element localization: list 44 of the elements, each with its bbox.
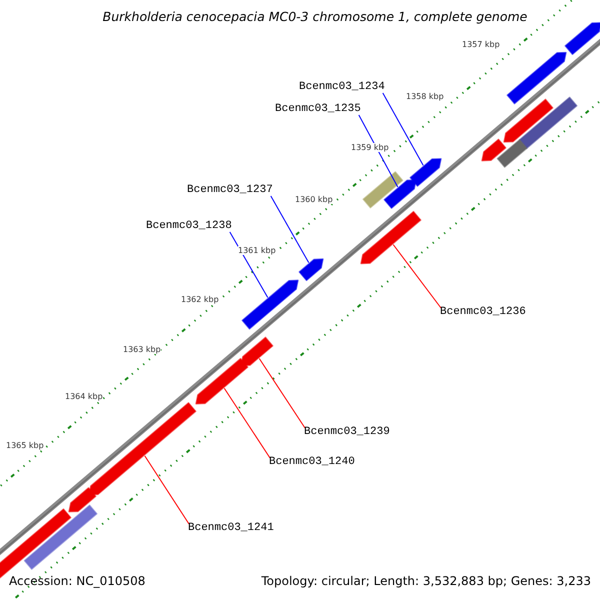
gene-label: Bcenmc03_1238: [146, 220, 232, 232]
leader-line: [270, 196, 310, 264]
gene-band: [362, 171, 404, 208]
gene-block: [481, 138, 506, 162]
gene-block: [195, 358, 248, 404]
gene-label: Bcenmc03_1241: [188, 522, 274, 534]
gene-band: [518, 96, 578, 150]
tick-label: 1357 kbp: [462, 40, 500, 49]
tick-label: 1359 kbp: [351, 143, 389, 152]
leader-line: [229, 232, 268, 298]
gene-label: Bcenmc03_1234: [299, 81, 385, 93]
gene-band: [24, 504, 98, 570]
title: Burkholderia cenocepacia MC0-3 chromosome 1, complete genome: [102, 9, 528, 24]
gene-band: [496, 139, 528, 168]
gene-block: [503, 98, 554, 143]
footer-text: Topology: circular; Length: 3,532,883 bp; Genes: 3,233: [261, 574, 591, 588]
tick-label: 1365 kbp: [6, 441, 44, 450]
gene-block: [360, 210, 422, 264]
leader-line: [144, 455, 190, 524]
gene-block: [410, 158, 442, 187]
tick-label: 1358 kbp: [406, 92, 444, 101]
leader-line: [358, 114, 398, 188]
gene-label: Bcenmc03_1239: [304, 426, 390, 438]
tick-label: 1360 kbp: [295, 195, 333, 204]
gene-block: [88, 402, 196, 496]
gene-block: [506, 52, 567, 104]
gene-block: [298, 258, 324, 282]
leader-line: [258, 358, 306, 428]
gene-block: [68, 487, 96, 512]
gene-label: Bcenmc03_1236: [440, 306, 526, 318]
tick-label: 1363 kbp: [123, 345, 161, 354]
footer-text: Accession: NC_010508: [9, 574, 146, 588]
leader-line: [392, 244, 442, 308]
gene-label: Bcenmc03_1240: [269, 456, 355, 468]
tick-label: 1364 kbp: [65, 392, 103, 401]
gene-label: Bcenmc03_1237: [187, 184, 273, 196]
gene-block: [564, 22, 600, 55]
gene-block: [242, 280, 299, 330]
gene-label: Bcenmc03_1235: [275, 103, 361, 115]
tick-label: 1362 kbp: [181, 295, 219, 304]
leader-line: [224, 388, 270, 458]
tick-label: 1361 kbp: [238, 246, 276, 255]
leader-line: [382, 92, 424, 166]
gene-block: [240, 336, 274, 366]
